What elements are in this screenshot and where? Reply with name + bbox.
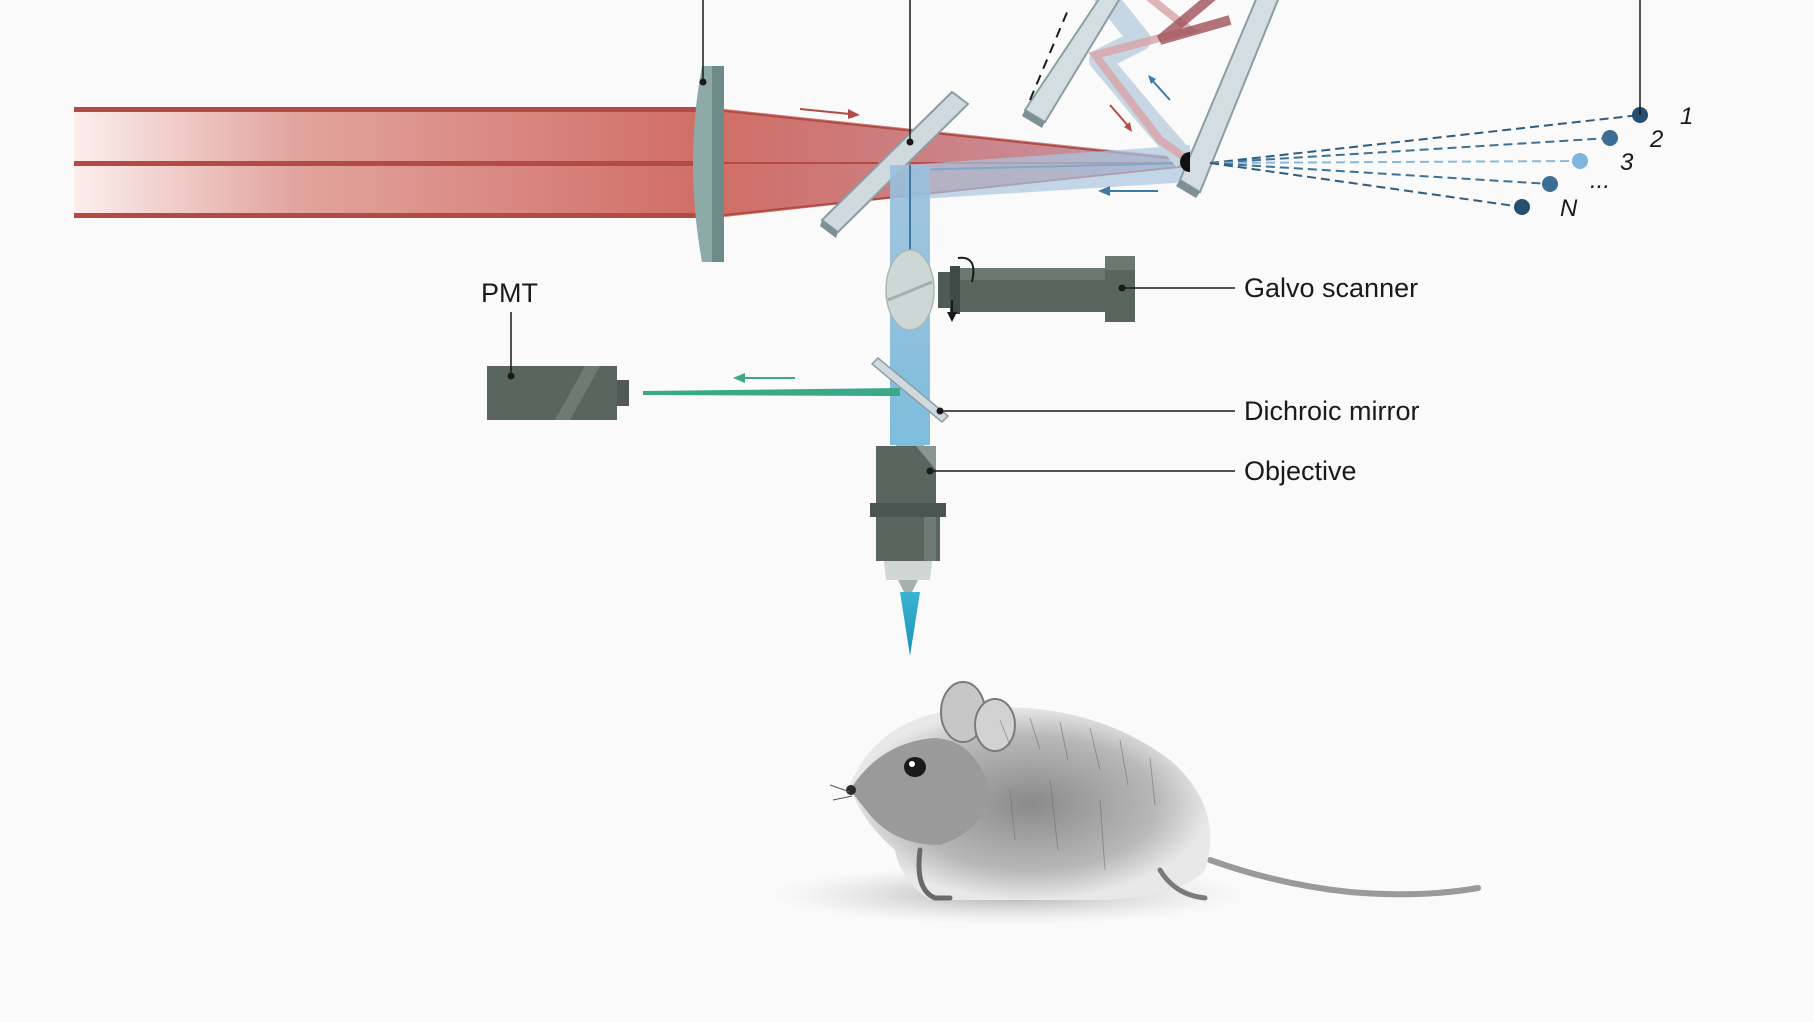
focal-point-2: [1602, 130, 1618, 146]
galvo-scanner: Galvo scanner: [885, 249, 1418, 331]
pmt-label: PMT: [481, 278, 538, 308]
focal-point-n: [1514, 199, 1530, 215]
beam-splitter: [820, 0, 970, 238]
return-beam-horizontal: [904, 145, 1191, 200]
focal-index-3: 3: [1620, 149, 1634, 176]
mouse-illustration: [770, 681, 1481, 925]
objective-lens: Objective: [870, 446, 1357, 594]
focal-point-ellipsis: [1542, 176, 1558, 192]
fluorescence-beam: [643, 373, 900, 396]
laser-input-beam: [74, 107, 704, 218]
focal-points-fan: 1 2 3 ... N: [1209, 0, 1693, 222]
pmt-detector: PMT: [481, 278, 629, 420]
dichroic-mirror: Dichroic mirror: [870, 356, 1420, 426]
dichroic-mirror-label: Dichroic mirror: [1244, 396, 1420, 426]
focusing-lens: [693, 0, 724, 262]
galvo-scanner-label: Galvo scanner: [1244, 273, 1418, 303]
multiplexing-mirror-assembly: [1022, 0, 1280, 198]
focal-point-3: [1572, 153, 1588, 169]
focal-index-n: N: [1560, 195, 1578, 222]
focal-index-ellipsis: ...: [1590, 167, 1610, 194]
focal-index-2: 2: [1649, 126, 1663, 153]
objective-label: Objective: [1244, 456, 1357, 486]
focal-index-1: 1: [1680, 103, 1693, 130]
focus-tip: [900, 592, 920, 656]
beam-direction-arrows: [799, 108, 1158, 196]
